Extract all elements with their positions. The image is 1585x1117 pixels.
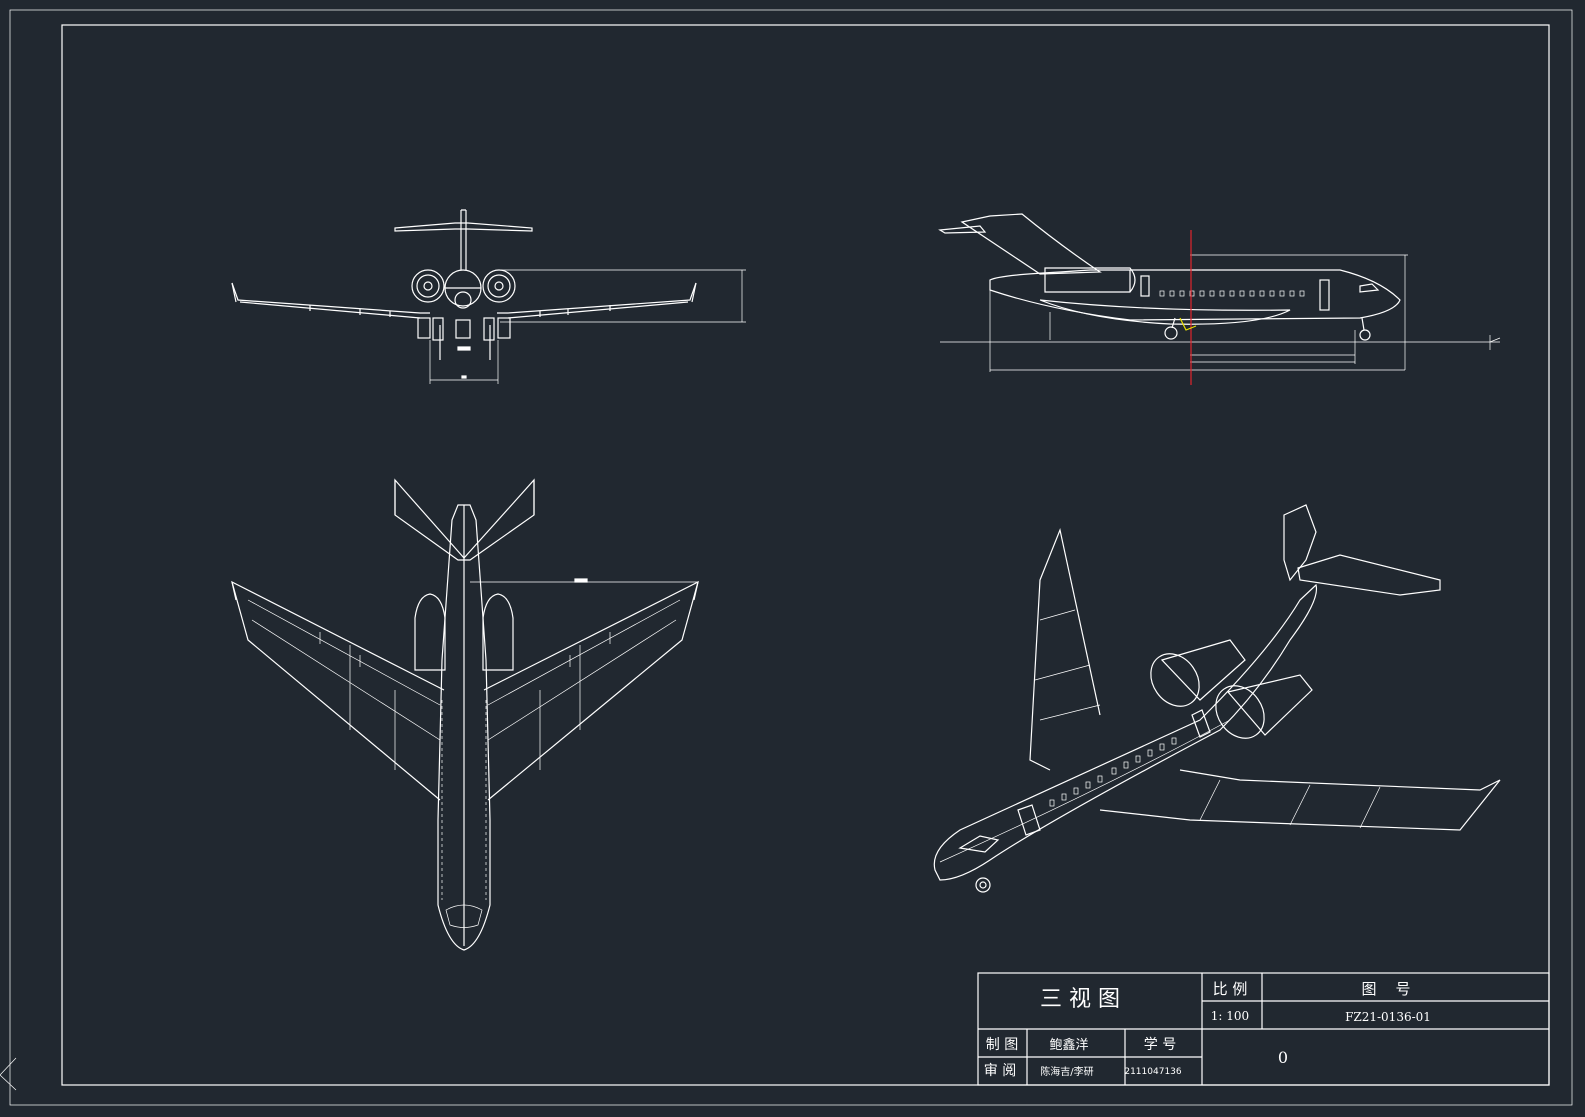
drawing-frame	[0, 9, 1573, 1106]
drawing-no-label: 图 号	[1361, 980, 1410, 998]
iso-windows	[1049, 737, 1177, 807]
front-view	[231, 209, 746, 384]
drawn-by-label: 制 图	[986, 1037, 1018, 1053]
scale-label: 比 例	[1213, 980, 1248, 998]
student-id-label: 学 号	[1144, 1037, 1176, 1053]
drawn-by: 鲍鑫洋	[1049, 1037, 1088, 1053]
sheet-value: 0	[1278, 1048, 1288, 1067]
scale-value: 1: 100	[1211, 1009, 1249, 1023]
side-view	[938, 213, 1501, 385]
side-windows	[1159, 290, 1305, 297]
student-id: 2111047136	[1124, 1067, 1182, 1077]
isometric-view	[933, 504, 1501, 893]
reviewed-by-label: 审 阅	[984, 1063, 1016, 1079]
drawing-no: FZ21-0136-01	[1345, 1010, 1431, 1024]
title-block: 三 视 图 比 例 1: 100 图 号 FZ21-0136-01 制 图 鲍鑫…	[977, 972, 1550, 1086]
top-view	[231, 478, 699, 951]
drawing-title: 三 视 图	[1040, 987, 1120, 1012]
reviewed-by: 陈海吉/李研	[1040, 1065, 1093, 1078]
